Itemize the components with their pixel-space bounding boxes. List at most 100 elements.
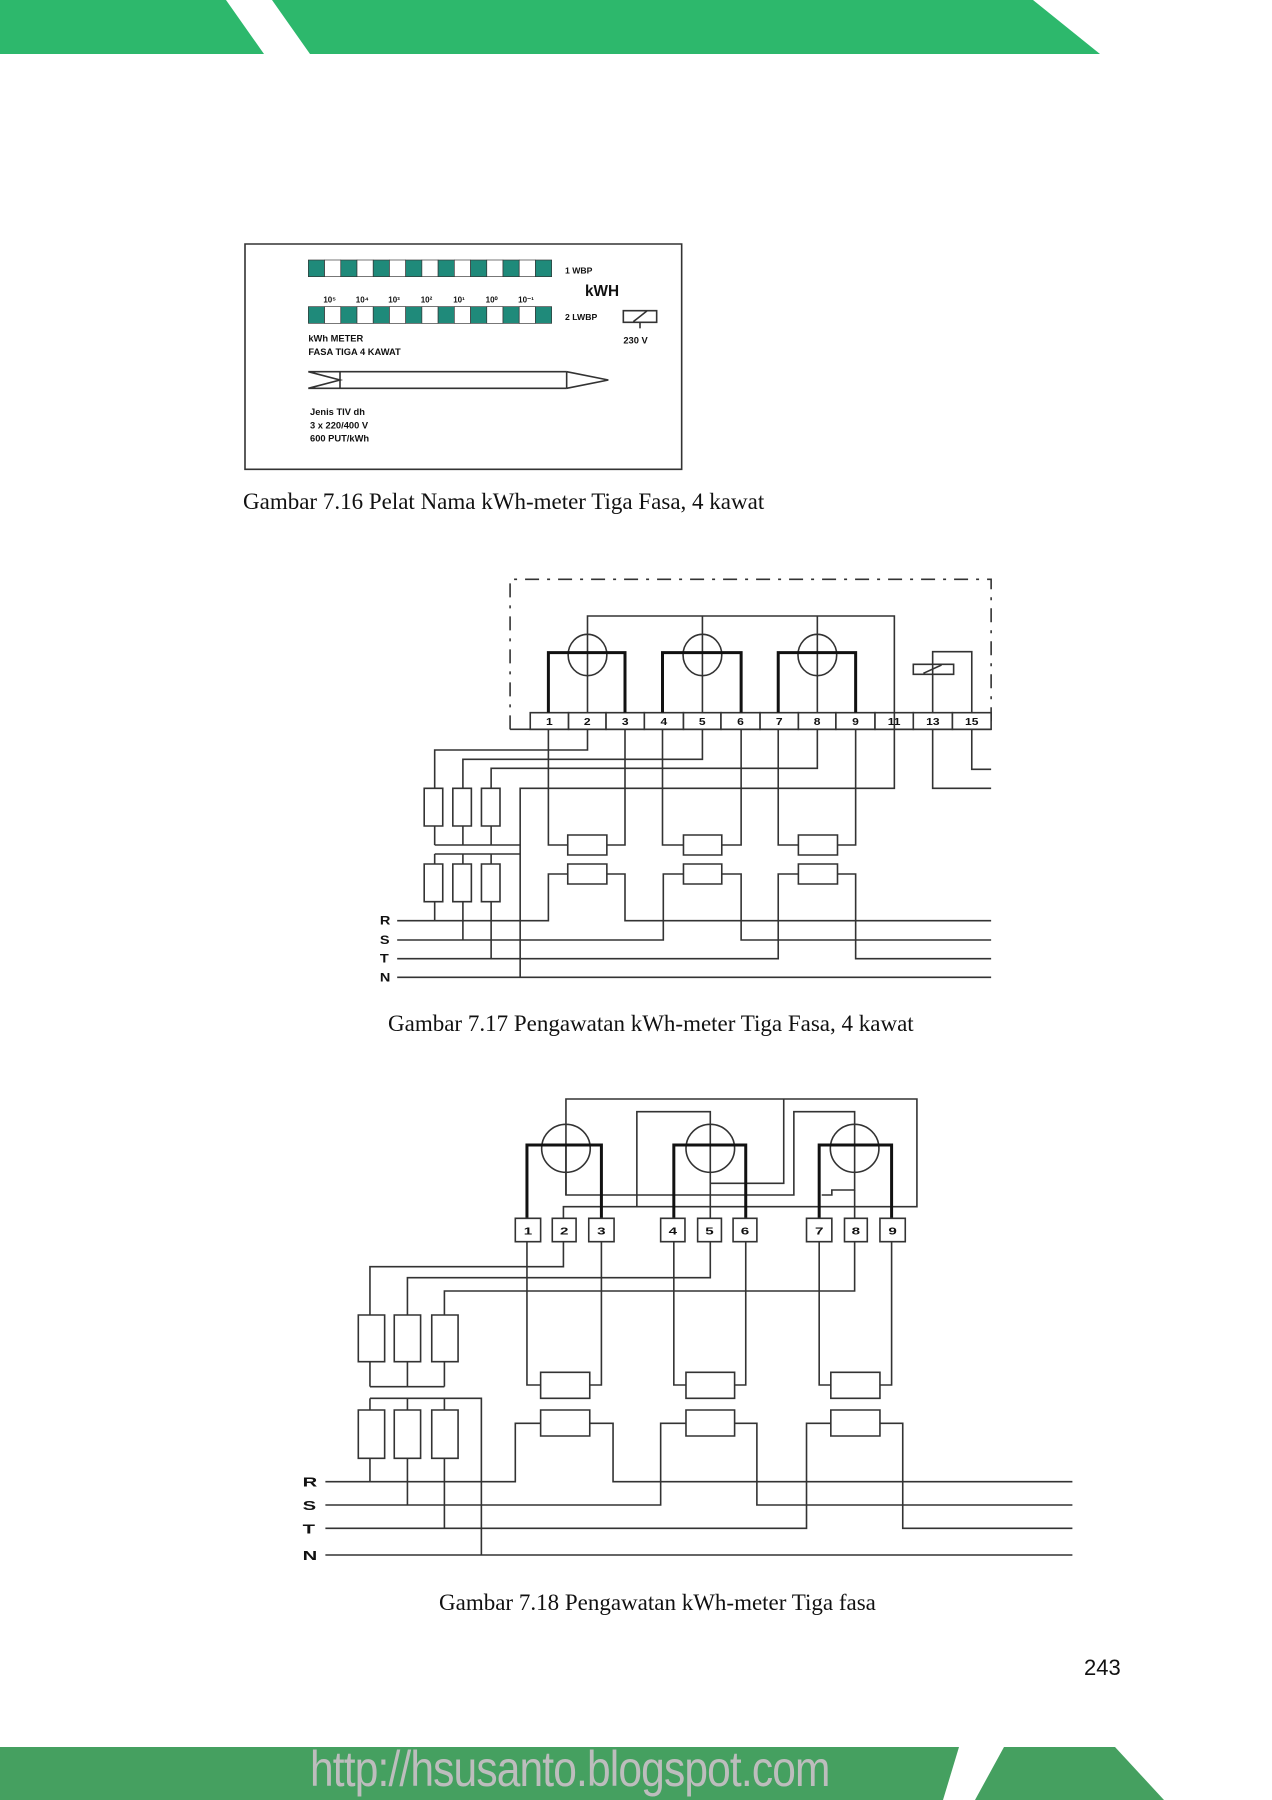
figure-716-caption: Gambar 7.16 Pelat Nama kWh-meter Tiga Fa… xyxy=(243,489,765,514)
phase-label: R xyxy=(380,914,391,928)
digit-cell xyxy=(356,306,374,324)
terminal xyxy=(807,1218,832,1241)
exponent-label: 10⁻¹ xyxy=(518,296,534,305)
terminal xyxy=(733,1218,757,1241)
coil-2 xyxy=(686,1124,735,1172)
coil-2 xyxy=(683,634,722,675)
digit-cell xyxy=(535,306,552,324)
exponent-label: 10¹ xyxy=(453,296,465,305)
terminal-label: 6 xyxy=(737,717,744,728)
coil-1 xyxy=(542,1124,591,1172)
digit-cell xyxy=(421,259,439,277)
terminal-label: 1 xyxy=(524,1225,532,1237)
phase-label: N xyxy=(380,971,390,985)
digit-cell xyxy=(340,259,358,277)
terminal-label: 5 xyxy=(705,1225,713,1237)
terminal xyxy=(845,1218,868,1241)
phase-label: T xyxy=(380,952,389,966)
unit-label: kWH xyxy=(585,283,619,300)
digit-cell xyxy=(421,306,439,324)
figure-718-caption: Gambar 7.18 Pengawatan kWh-meter Tiga fa… xyxy=(439,1590,876,1615)
terminal xyxy=(661,1218,685,1241)
digit-cell xyxy=(486,259,504,277)
terminal-label: 15 xyxy=(965,717,978,728)
digit-cell xyxy=(518,306,536,324)
terminal xyxy=(515,1218,540,1241)
digit-cell xyxy=(405,259,423,277)
digit-cell xyxy=(535,259,552,277)
digit-cell xyxy=(470,306,488,324)
spec-line-1: Jenis TIV dh xyxy=(310,407,365,417)
digit-cell xyxy=(389,306,407,324)
digit-cell xyxy=(389,259,407,277)
terminal-label: 6 xyxy=(741,1225,749,1237)
exponent-label: 10⁰ xyxy=(486,296,499,305)
phase-label: T xyxy=(303,1521,316,1537)
footer-url[interactable]: http://hsusanto.blogspot.com xyxy=(310,1741,830,1797)
terminal xyxy=(698,1218,722,1241)
meter-title-1: kWh METER xyxy=(308,334,363,344)
terminal xyxy=(880,1218,905,1241)
register-1-label: 1 WBP xyxy=(565,265,593,275)
digit-cell xyxy=(372,306,390,324)
coil-3 xyxy=(830,1124,879,1172)
digit-cell xyxy=(372,259,390,277)
terminal-label: 4 xyxy=(669,1225,678,1237)
phase-label: S xyxy=(303,1498,317,1514)
terminal-label: 2 xyxy=(560,1225,568,1237)
footer-band xyxy=(0,1747,1164,1800)
terminal xyxy=(552,1218,576,1241)
terminal-label: 8 xyxy=(852,1225,860,1237)
digit-cell xyxy=(454,306,471,324)
digit-cell xyxy=(502,306,520,324)
terminal-label: 4 xyxy=(661,717,669,728)
digit-row-lwbp xyxy=(308,306,552,324)
digit-cell xyxy=(356,259,374,277)
digit-cell xyxy=(324,306,342,324)
phase-label: R xyxy=(303,1474,318,1490)
page-number: 243 xyxy=(1084,1655,1121,1680)
terminal xyxy=(589,1218,614,1241)
exponent-label: 10³ xyxy=(388,296,400,305)
terminal-label: 3 xyxy=(622,717,629,728)
terminal-label: 9 xyxy=(888,1225,896,1237)
terminal-label: 2 xyxy=(584,717,591,728)
terminal-label: 9 xyxy=(852,717,859,728)
phase-label: S xyxy=(380,933,390,947)
voltage-label: 230 V xyxy=(623,335,648,345)
figure-717-caption: Gambar 7.17 Pengawatan kWh-meter Tiga Fa… xyxy=(388,1011,914,1036)
exponent-label: 10² xyxy=(421,296,433,305)
digit-cell xyxy=(454,259,471,277)
terminal-label: 7 xyxy=(776,717,783,728)
rotation-arrow xyxy=(308,372,608,389)
relay-icon xyxy=(623,311,656,329)
meter-title-2: FASA TIGA 4 KAWAT xyxy=(308,347,401,357)
terminal-label: 5 xyxy=(699,717,706,728)
terminal xyxy=(952,713,991,730)
register-2-label: 2 LWBP xyxy=(565,312,597,322)
coil-3 xyxy=(798,634,837,675)
digit-cell xyxy=(470,259,488,277)
spec-line-3: 600 PUT/kWh xyxy=(310,434,369,444)
phase-label: N xyxy=(303,1548,318,1564)
exponent-label: 10⁵ xyxy=(323,296,336,305)
terminal-label: 13 xyxy=(926,717,939,728)
digit-cell xyxy=(437,306,455,324)
coil-1 xyxy=(568,634,607,675)
terminal-label: 3 xyxy=(597,1225,605,1237)
header-band xyxy=(0,0,1100,54)
spec-line-2: 3 x 220/400 V xyxy=(310,420,369,430)
digit-cell xyxy=(324,259,342,277)
digit-row-wbp xyxy=(308,259,552,277)
terminal-label: 8 xyxy=(814,717,821,728)
exponent-labels: 10⁵ 10⁴ 10³ 10² 10¹ 10⁰ 10⁻¹ xyxy=(323,296,534,305)
digit-cell xyxy=(486,306,504,324)
digit-cell xyxy=(405,306,423,324)
digit-cell xyxy=(308,259,325,277)
digit-cell xyxy=(518,259,536,277)
exponent-label: 10⁴ xyxy=(356,296,369,305)
